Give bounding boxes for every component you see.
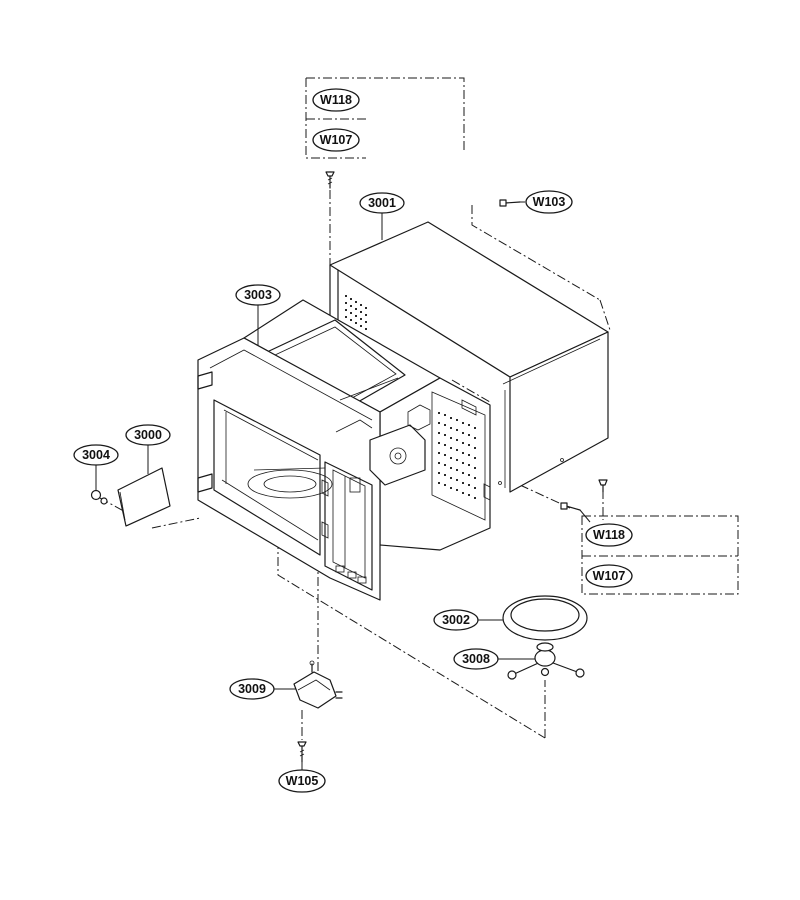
callout-3003: 3003 <box>235 284 281 306</box>
callout-w103: W103 <box>525 190 573 214</box>
glass-tray-3002 <box>502 595 588 641</box>
callout-label: 3000 <box>134 428 162 442</box>
screw-w107-top <box>325 171 335 189</box>
callout-label: W107 <box>593 569 626 583</box>
callout-3001: 3001 <box>359 192 405 214</box>
callout-label: W105 <box>286 774 319 788</box>
callout-3009: 3009 <box>229 678 275 700</box>
outer-cabinet-3001 <box>329 221 609 493</box>
callout-label: 3002 <box>442 613 470 627</box>
callout-3000: 3000 <box>125 424 171 446</box>
leader-lines <box>95 201 591 770</box>
screw-w105 <box>297 741 307 763</box>
callout-label: 3004 <box>82 448 110 462</box>
callout-w107-top: W107 <box>312 128 360 152</box>
callout-label: W118 <box>593 528 625 542</box>
inner-cavity-3003 <box>197 299 491 601</box>
callout-w107-right: W107 <box>585 564 633 588</box>
callout-label: W107 <box>320 133 353 147</box>
callout-w118-top: W118 <box>312 88 360 112</box>
assembly-axis-lines <box>99 190 611 740</box>
reference-box-right <box>581 515 739 595</box>
roller-ring-3008 <box>507 642 585 680</box>
callout-3008: 3008 <box>453 648 499 670</box>
screw-w118-right <box>560 479 608 511</box>
callout-label: 3008 <box>462 652 490 666</box>
waveguide-cover-3000 <box>117 467 171 527</box>
callout-w118-right: W118 <box>585 523 633 547</box>
callout-3002: 3002 <box>433 609 479 631</box>
turntable-motor-3009 <box>293 660 343 709</box>
callout-w105: W105 <box>278 769 326 793</box>
cabinet-vent-left <box>345 295 367 330</box>
callout-3004: 3004 <box>73 444 119 466</box>
callout-label: W103 <box>533 195 566 209</box>
callout-label: 3003 <box>244 288 272 302</box>
screw-w103 <box>499 199 521 207</box>
callout-label: W118 <box>320 93 352 107</box>
cover-clip-3004 <box>90 489 108 505</box>
callout-label: 3009 <box>238 682 266 696</box>
reference-box-top <box>305 77 465 159</box>
callout-label: 3001 <box>368 196 396 210</box>
back-panel-vent <box>438 412 476 499</box>
